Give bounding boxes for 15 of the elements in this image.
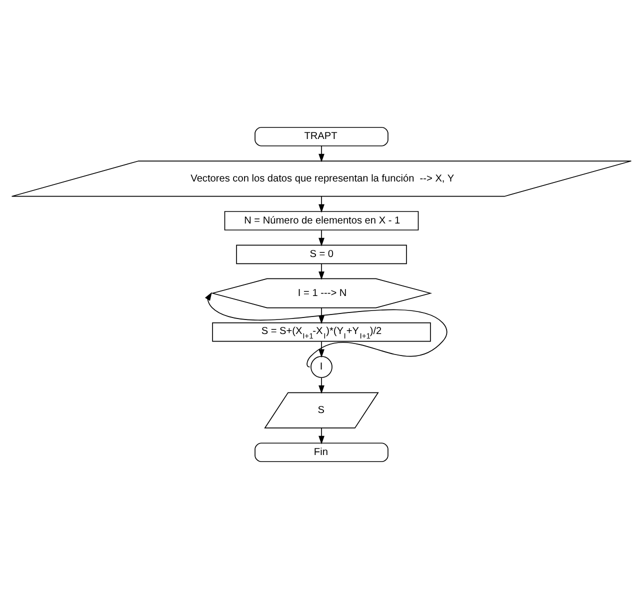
node-box: Fin [254,442,388,462]
arrow [318,377,324,394]
arrow [204,292,448,368]
arrow [318,428,324,444]
arrow [318,263,324,280]
node-box: TRAPT [254,126,388,146]
arrow [318,307,324,324]
arrow [318,230,324,246]
node-circle: I [310,356,332,378]
node-box: N = Número de elementos en X - 1 [224,211,419,230]
arrow [318,196,324,213]
node-box: S = S+(X$_{I+1}$-X$_{I}$)*(Y$_{I}$+Y$_{I+1}$)/2 [212,322,431,342]
arrow [318,341,324,358]
node-box: S = 0 [236,244,407,264]
arrow [318,146,324,162]
